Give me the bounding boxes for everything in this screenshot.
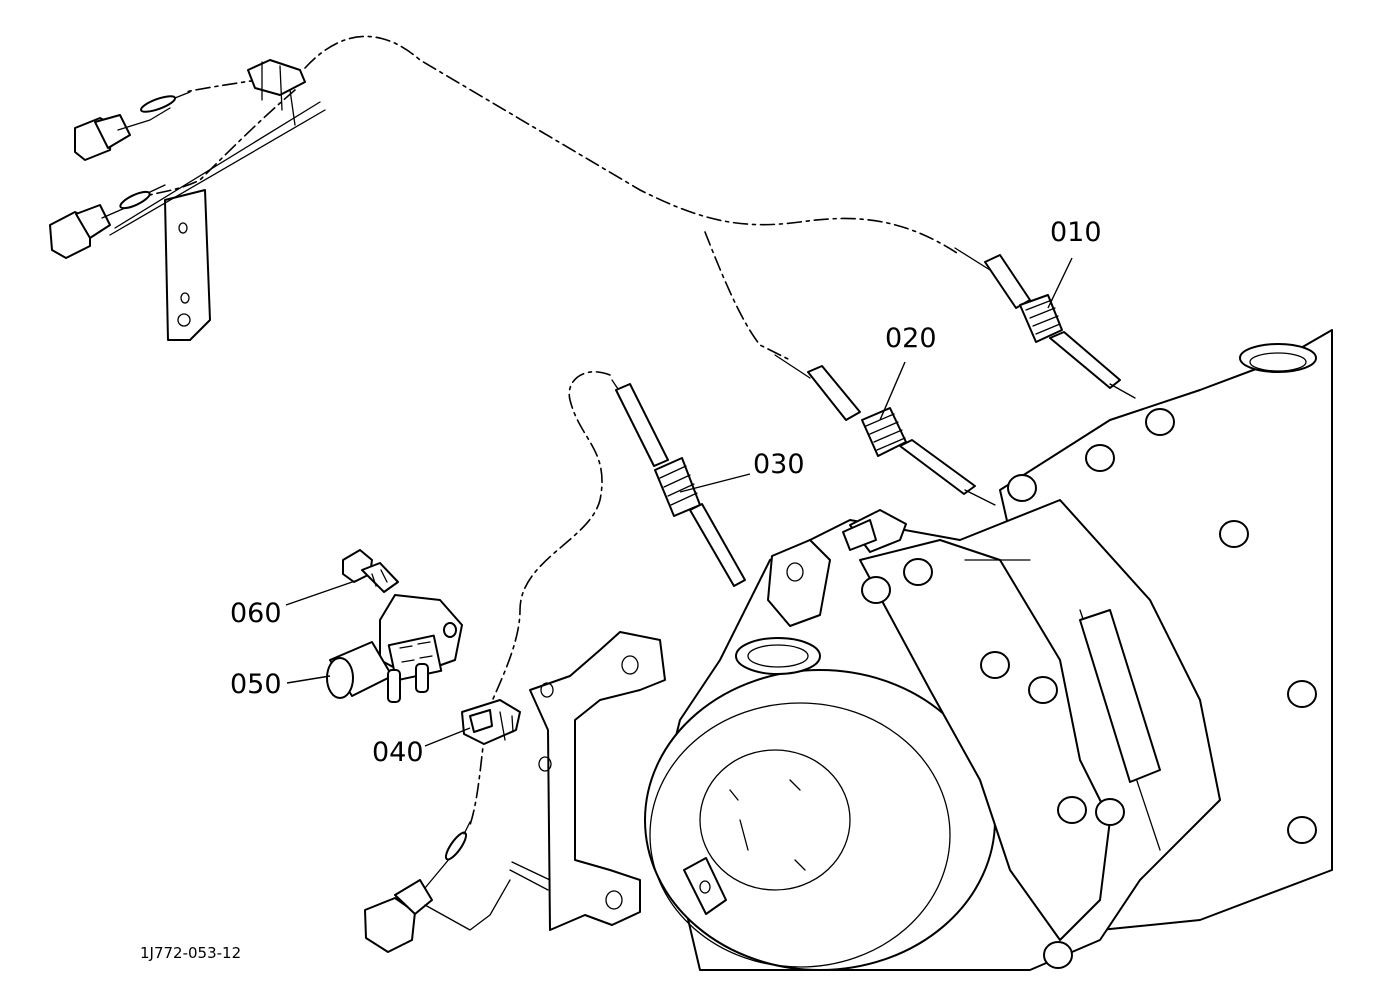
harness-clip-040 [461, 699, 521, 745]
connector-upper [74, 91, 191, 161]
callout-020: 020 [885, 323, 937, 354]
mounting-bracket [509, 631, 666, 931]
callout-060: 060 [230, 598, 282, 629]
exhaust-temp-sensor-010 [954, 247, 1136, 399]
callout-050: 050 [230, 669, 282, 700]
callout-040: 040 [372, 737, 424, 768]
exhaust-temp-sensor-020 [774, 354, 996, 506]
callout-030: 030 [753, 449, 805, 480]
flange-bolts [861, 408, 1317, 969]
drawing-code: 1J772-053-12 [140, 944, 241, 962]
harness-clip-top [247, 59, 306, 126]
pressure-sensor-050 [326, 594, 463, 703]
connector-bottom [364, 821, 511, 953]
harness-bracket [109, 101, 326, 341]
callout-labels: 010 020 030 040 050 060 [230, 217, 1102, 768]
exhaust-filter-assembly [644, 329, 1333, 971]
exhaust-temp-sensor-030 [611, 379, 746, 587]
leader-lines [285, 257, 1073, 747]
connector-lower [49, 184, 166, 259]
callout-010: 010 [1050, 217, 1102, 248]
bolt-060 [342, 549, 399, 593]
